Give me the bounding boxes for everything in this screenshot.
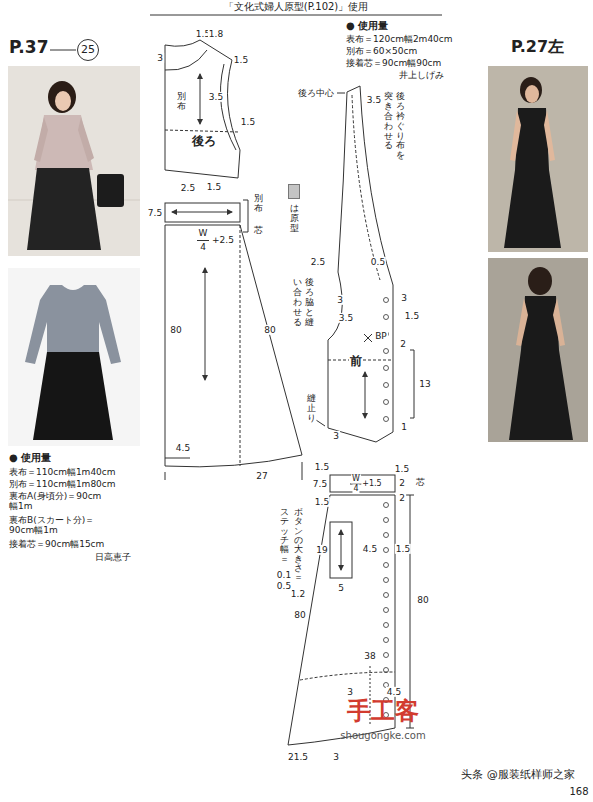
dimension-label: 0.5	[276, 581, 292, 591]
dimension-label: 3	[332, 431, 340, 441]
dimension-label: 3	[336, 295, 344, 305]
dimension-label: 1.5	[240, 117, 256, 127]
part-name: 前	[349, 355, 363, 369]
dimension-label: 芯	[415, 477, 426, 487]
dimension-label: 3	[346, 687, 354, 697]
vertical-note: 後ろ脇と縫い合わせる	[293, 278, 314, 333]
callout-number: 25	[81, 43, 95, 56]
pattern-lines	[50, 15, 442, 745]
legend-swatch	[288, 184, 300, 199]
dimension-label: 4.5	[362, 544, 378, 554]
dimension-label: W	[351, 474, 361, 483]
dimension-label: 80	[169, 325, 182, 335]
watermark: 手工客	[346, 698, 420, 726]
dimension-label: 38	[363, 651, 376, 661]
dimension-label: 7.5	[147, 208, 163, 218]
dimension-label: 1.8	[208, 29, 224, 39]
dimension-label: BP	[374, 331, 388, 341]
buttons	[384, 298, 389, 718]
dimension-label: 168	[568, 786, 589, 798]
vertical-note: 別布	[253, 194, 264, 214]
usage-text: P.37	[8, 38, 49, 58]
vertical-note: ボタンの大きさ＝	[293, 508, 304, 583]
dimension-label: 7.5	[312, 479, 328, 489]
usage-text: 裏布A(身頃分)＝90cm 幅1m	[8, 491, 110, 512]
dimension-label: 1.2	[290, 589, 306, 599]
usage-text: ● 使用量	[8, 452, 52, 464]
dimension-label: 2	[399, 339, 407, 349]
usage-text: 表布＝120cm幅2m40cm	[345, 34, 454, 44]
dimension-label: 1.5	[394, 464, 410, 474]
page-title: 「文化式婦人原型(P.102)」使用	[221, 1, 372, 13]
dimension-label: 0.5	[370, 257, 386, 267]
dimension-label: 21.5	[287, 752, 309, 762]
dimension-label: 4	[352, 484, 359, 493]
dimension-label: 5	[337, 583, 345, 593]
usage-text: 別布＝60×50cm	[345, 46, 418, 56]
dimension-label: 头条 @服装纸样师之家	[460, 769, 576, 782]
usage-text: P.27左	[510, 38, 565, 56]
part-name: 後ろ	[191, 135, 217, 149]
dimension-label: 80	[263, 325, 276, 335]
dimension-label: 3.5	[338, 313, 354, 323]
dimension-label: 3.5	[208, 92, 224, 102]
dimension-label: 3	[400, 293, 408, 303]
vertical-note: 縫止り	[306, 394, 317, 424]
usage-text: ● 使用量	[345, 20, 389, 32]
page-number-circle: 25	[77, 39, 99, 61]
dimension-label: 13	[418, 379, 431, 389]
dimension-label: +1.5	[361, 479, 382, 488]
dimension-label: 19	[315, 545, 328, 555]
dimension-label: 2.5	[310, 257, 326, 267]
dimension-label: 4	[199, 242, 207, 252]
dimension-label: 2	[398, 478, 406, 488]
dimension-label: 4.5	[175, 443, 191, 453]
dimension-label: 1.5	[314, 497, 330, 507]
dimension-label: 0.1	[276, 570, 292, 580]
dimension-label: 芯	[253, 225, 264, 235]
vertical-note: 別布	[176, 92, 187, 112]
dimension-label: 1	[400, 422, 408, 432]
usage-text: 接着芯＝90cm幅15cm	[8, 539, 105, 549]
dimension-label: 2	[398, 493, 406, 503]
dimension-label: 80	[416, 595, 429, 605]
usage-text: 井上しげみ	[398, 70, 445, 80]
dimension-label: 1.5	[233, 55, 249, 65]
dimension-label: 1.5	[404, 311, 420, 321]
usage-text: 裏布B(スカート分)＝ 90cm幅1m	[8, 515, 110, 536]
vertical-note: ステッチ幅＝	[279, 508, 290, 564]
vertical-note: 後ろ衿ぐり布を突き合わせる	[384, 92, 405, 162]
usage-text: 表布＝110cm幅1m40cm	[8, 467, 117, 477]
dimension-label: 3	[332, 752, 340, 762]
dimension-label: W	[198, 228, 209, 238]
dimension-label: 3	[156, 53, 164, 63]
usage-text: 別布＝110cm幅1m80cm	[8, 479, 117, 489]
watermark: shougongke.com	[339, 730, 426, 742]
dimension-label: 1.5	[314, 462, 330, 472]
dimension-label: 後ろ中心	[297, 88, 335, 98]
dimension-label: 2.5	[180, 183, 196, 193]
dimension-label: 1.5	[206, 182, 222, 192]
usage-text: 日高恵子	[94, 552, 132, 562]
dimension-label: 3.5	[366, 95, 382, 105]
dimension-label: 4.5	[386, 687, 402, 697]
dimension-label: +2.5	[211, 235, 235, 245]
dimension-label: 80	[293, 610, 306, 620]
dimension-label: 1.5	[395, 544, 411, 554]
usage-text: 接着芯＝90cm幅90cm	[345, 58, 442, 68]
legend-text: は原型	[290, 204, 299, 234]
photo	[8, 66, 588, 446]
dimension-label: 27	[255, 471, 268, 481]
